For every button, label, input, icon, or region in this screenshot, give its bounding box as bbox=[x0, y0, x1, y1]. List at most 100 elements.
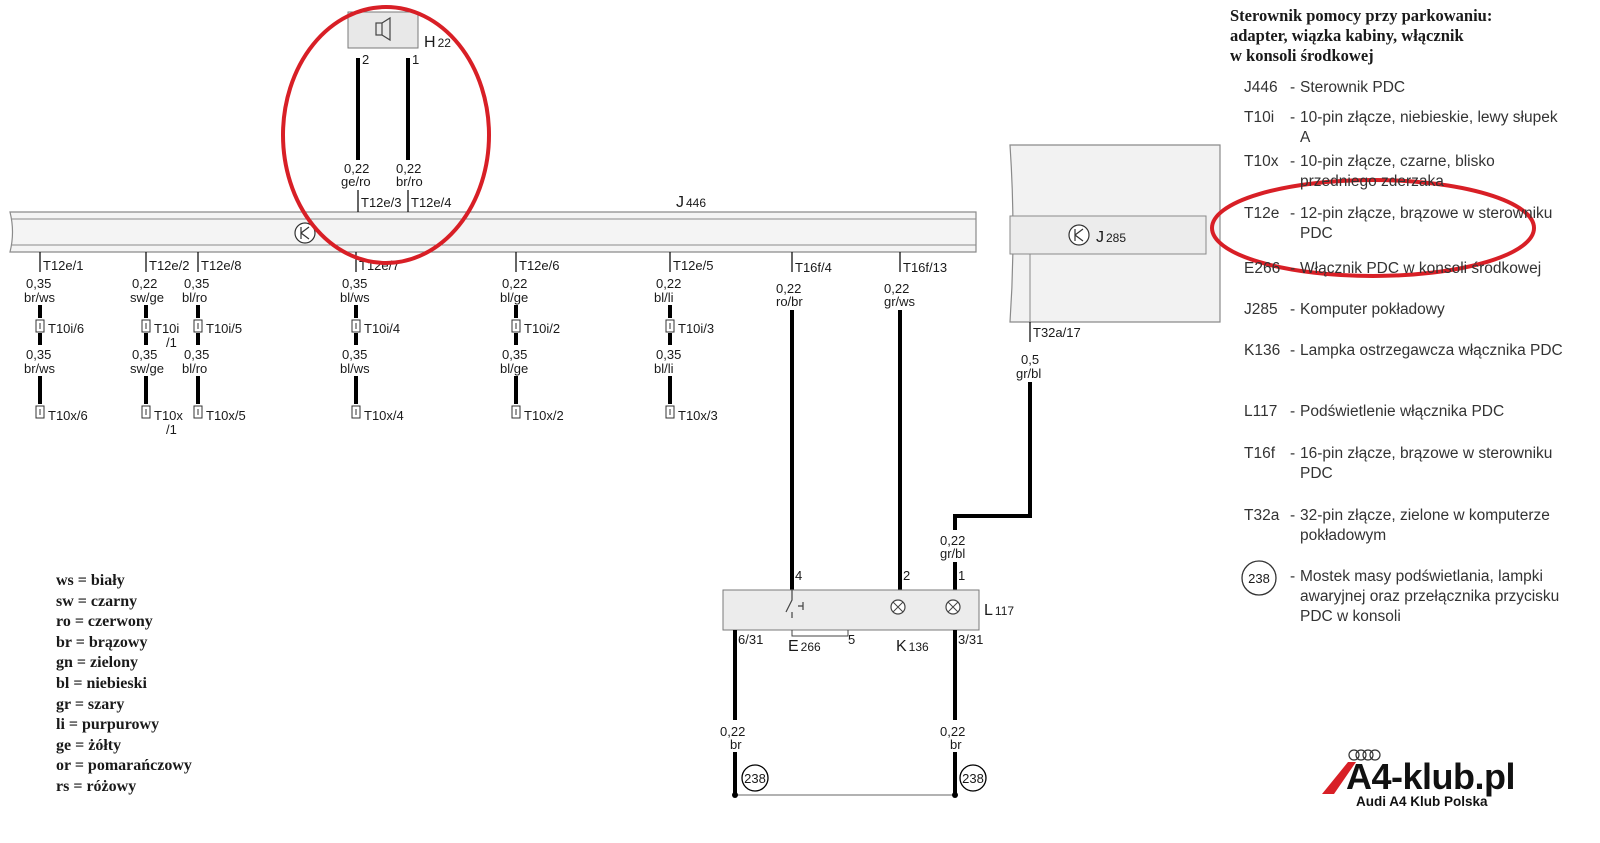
audi-rings-icon bbox=[1348, 749, 1381, 761]
branch-label: bl/ro bbox=[182, 290, 207, 305]
svg-text:J446: J446 bbox=[676, 194, 706, 211]
branch-label: 0,35 bbox=[656, 347, 681, 362]
color-code-item: gr = szary bbox=[56, 695, 125, 713]
svg-text:T16f/4: T16f/4 bbox=[795, 260, 832, 275]
legend-separator: - bbox=[1290, 403, 1296, 420]
svg-text:T16f/13: T16f/13 bbox=[903, 260, 947, 275]
legend-238-label: 238 bbox=[1248, 571, 1270, 586]
legend-separator: - bbox=[1290, 109, 1296, 126]
branch-label: T10x/4 bbox=[364, 408, 404, 423]
component-legend: Sterownik pomocy przy parkowaniu: adapte… bbox=[1230, 6, 1570, 66]
branch-label: 0,35 bbox=[184, 276, 209, 291]
branch-label: bl/ge bbox=[500, 361, 528, 376]
control-unit-icon bbox=[1068, 224, 1090, 246]
ground-node-238 bbox=[959, 764, 987, 792]
legend-code: E266 bbox=[1244, 260, 1281, 277]
color-code-item: ge = żółty bbox=[56, 736, 122, 754]
svg-text:238: 238 bbox=[744, 771, 766, 786]
svg-text:2: 2 bbox=[903, 568, 910, 583]
legend-code: T12e bbox=[1244, 205, 1280, 222]
branch-label: T10x/5 bbox=[206, 408, 246, 423]
branch-label: 0,35 bbox=[132, 347, 157, 362]
svg-text:4: 4 bbox=[795, 568, 802, 583]
ground-wires: 0,22 br 0,22 br 238 238 bbox=[720, 630, 987, 798]
svg-text:ro/br: ro/br bbox=[776, 294, 803, 309]
branch-label: T10x/6 bbox=[48, 408, 88, 423]
branch-label: 0,35 bbox=[342, 347, 367, 362]
legend-separator: - bbox=[1290, 301, 1296, 318]
branch-label: 0,22 bbox=[132, 276, 157, 291]
branch-label: T10i bbox=[154, 321, 179, 336]
legend-description: Sterownik PDC bbox=[1300, 79, 1406, 96]
control-unit-icon bbox=[294, 222, 316, 244]
branch-label: /1 bbox=[166, 422, 177, 437]
legend-separator: - bbox=[1290, 342, 1296, 359]
svg-text:238: 238 bbox=[962, 771, 984, 786]
color-code-item: bl = niebieski bbox=[56, 674, 147, 692]
branch-label: T12e/1 bbox=[43, 258, 83, 273]
legend-description: Komputer pokładowy bbox=[1300, 301, 1445, 318]
legend-separator: - bbox=[1290, 153, 1296, 170]
branch-label: T10x/3 bbox=[678, 408, 718, 423]
branch-label: T10i/6 bbox=[48, 321, 84, 336]
branch-label: 0,35 bbox=[26, 347, 51, 362]
legend-description: 32-pin złącze, zielone w komputerze pokł… bbox=[1300, 507, 1550, 544]
legend-code: T32a bbox=[1244, 507, 1280, 524]
svg-text:0,22: 0,22 bbox=[940, 724, 965, 739]
svg-text:gr/bl: gr/bl bbox=[940, 546, 965, 561]
brand-swoosh-icon bbox=[1322, 762, 1356, 794]
legend-description: Włącznik PDC w konsoli środkowej bbox=[1300, 260, 1542, 277]
branch-label: T12e/8 bbox=[201, 258, 241, 273]
legend-code: T16f bbox=[1244, 445, 1276, 462]
legend-description: 10-pin złącze, niebieskie, lewy słupek A bbox=[1300, 109, 1558, 146]
legend-238-symbol bbox=[1241, 560, 1277, 596]
svg-text:6/31: 6/31 bbox=[738, 632, 763, 647]
color-code-item: rs = różowy bbox=[56, 777, 137, 795]
branch-label: /1 bbox=[166, 335, 177, 350]
svg-text:0,22: 0,22 bbox=[884, 281, 909, 296]
branch-label: sw/ge bbox=[130, 290, 164, 305]
svg-text:br/ro: br/ro bbox=[396, 174, 423, 189]
highlight-ring-h22 bbox=[281, 5, 491, 265]
legend-code: T10x bbox=[1244, 153, 1279, 170]
color-code-item: or = pomarańczowy bbox=[56, 757, 192, 775]
legend-separator: - bbox=[1290, 507, 1296, 524]
branch-label: br/ws bbox=[24, 361, 56, 376]
branch-label: bl/li bbox=[654, 361, 674, 376]
brand-subtitle: Audi A4 Klub Polska bbox=[1356, 794, 1488, 809]
j446-branches: T12e/10,35br/wsT10i/60,35br/wsT10x/6T12e… bbox=[24, 252, 718, 437]
branch-label: bl/ws bbox=[340, 361, 370, 376]
h22-wires: 2 1 0,22 ge/ro 0,22 br/ro T12e/3 T12e/4 bbox=[341, 52, 451, 212]
legend-title: Sterownik pomocy przy parkowaniu: adapte… bbox=[1230, 6, 1493, 65]
ground-node-238 bbox=[741, 764, 769, 792]
svg-text:T12e/3: T12e/3 bbox=[361, 195, 401, 210]
svg-text:br: br bbox=[950, 737, 962, 752]
svg-text:0,22: 0,22 bbox=[940, 533, 965, 548]
branch-label: bl/li bbox=[654, 290, 674, 305]
color-code-item: ro = czerwony bbox=[56, 613, 153, 631]
svg-text:br: br bbox=[730, 737, 742, 752]
legend-description: 10-pin złącze, czarne, blisko przedniego… bbox=[1300, 153, 1495, 190]
svg-text:0,22: 0,22 bbox=[344, 161, 369, 176]
j446-label: J bbox=[676, 194, 684, 211]
svg-text:0,22: 0,22 bbox=[396, 161, 421, 176]
j285-wire: T32a/17 0,5 gr/bl 0,22 gr/bl 1 bbox=[940, 322, 1081, 590]
legend-code: K136 bbox=[1244, 342, 1281, 359]
legend-code: T10i bbox=[1244, 109, 1275, 126]
svg-text:0,22: 0,22 bbox=[720, 724, 745, 739]
legend-separator: - bbox=[1290, 205, 1296, 222]
svg-text:T12e/4: T12e/4 bbox=[411, 195, 451, 210]
speaker-icon bbox=[375, 22, 383, 36]
branch-label: T12e/5 bbox=[673, 258, 713, 273]
branch-label: T10i/5 bbox=[206, 321, 242, 336]
branch-label: bl/ro bbox=[182, 361, 207, 376]
